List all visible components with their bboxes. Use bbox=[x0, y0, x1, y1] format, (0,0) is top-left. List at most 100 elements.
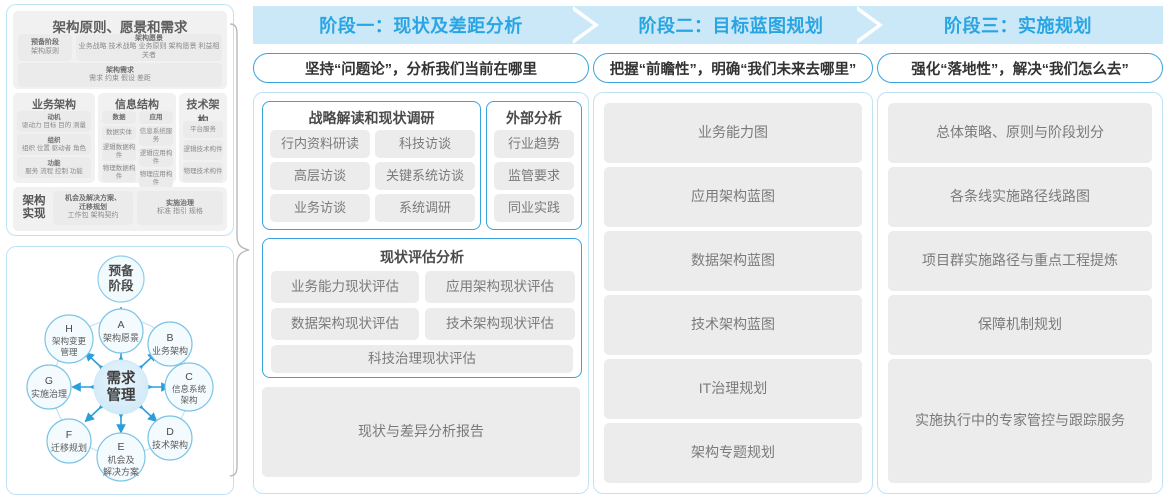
realization-row: 架构 实现 机会及解决方案、 迁移规划 工作包 架构契约 实施治理 标准 指引 … bbox=[13, 187, 227, 231]
info-app-title: 应用 bbox=[139, 111, 173, 124]
pillar-business-block-2-items: 服务 流程 控制 功能 bbox=[25, 167, 83, 175]
research-chip-5[interactable]: 系统调研 bbox=[375, 194, 475, 222]
strategy-research-title: 战略解读和现状调研 bbox=[308, 110, 435, 126]
pillar-business-block-1-items: 组织 位置 驱动者 角色 bbox=[22, 144, 86, 152]
phase-3-banner-label: 阶段三：实施规划 bbox=[944, 16, 1092, 36]
external-chip-0[interactable]: 行业趋势 bbox=[494, 130, 574, 158]
pillar-business-block-0-items: 驱动力 目标 目的 测量 bbox=[22, 121, 86, 129]
adm-node-d-letter: D bbox=[166, 426, 174, 438]
pillar-information-title: 信息结构 bbox=[115, 99, 159, 111]
pillar-business-block-2-title: 功能 bbox=[47, 159, 61, 167]
phase2-chip-1[interactable]: 应用架构蓝图 bbox=[604, 167, 862, 227]
assessment-chip-2[interactable]: 数据架构现状评估 bbox=[271, 308, 419, 340]
realization-block-1: 实施治理 标准 指引 规格 bbox=[137, 191, 223, 225]
pillar-business-block-0-title: 动机 bbox=[47, 113, 61, 121]
adm-node-g bbox=[26, 364, 72, 410]
phase2-chip-2[interactable]: 数据架构蓝图 bbox=[604, 231, 862, 291]
togaf-requirements-title: 架构需求 bbox=[106, 66, 134, 74]
adm-node-a-letter: A bbox=[117, 319, 124, 331]
adm-cycle-diagram: 预备 阶段 需求 管理 A 架构愿景 B 业务架构 C 信息系统 架构 D 技术… bbox=[26, 255, 214, 482]
adm-prep-line1: 预备 bbox=[108, 263, 134, 278]
adm-node-e-letter: E bbox=[117, 441, 124, 453]
phase3-chip-4[interactable]: 实施执行中的专家管控与跟踪服务 bbox=[888, 359, 1152, 483]
phase3-chip-0[interactable]: 总体策略、原则与阶段划分 bbox=[888, 103, 1152, 163]
realization-block-0: 机会及解决方案、 迁移规划 工作包 架构契约 bbox=[53, 191, 133, 225]
togaf-vision-title: 架构愿景 bbox=[135, 34, 163, 42]
pillar-information-structure: 信息结构 数据 数据实体 逻辑数据构件 物理数据构件 应用 信息系统服务 逻辑应… bbox=[98, 93, 176, 188]
info-data-item-0: 数据实体 bbox=[102, 126, 136, 140]
phase2-chip-4[interactable]: IT治理规划 bbox=[604, 359, 862, 419]
phase-3-banner: 阶段三：实施规划 bbox=[873, 6, 1163, 44]
pillar-business-block-0: 动机 驱动力 目标 目的 测量 bbox=[17, 111, 91, 132]
adm-node-c-letter: C bbox=[185, 371, 193, 383]
info-app-item-2: 物理应用构件 bbox=[139, 169, 173, 188]
assessment-chip-3[interactable]: 技术架构现状评估 bbox=[425, 308, 575, 340]
research-chip-0[interactable]: 行内资料研读 bbox=[270, 130, 370, 158]
brace-connector bbox=[229, 23, 250, 477]
research-chip-2[interactable]: 高层访谈 bbox=[270, 162, 370, 190]
phase-3-subtitle-pill: 强化“落地性”，解决“我们怎么去” bbox=[877, 53, 1163, 83]
assessment-chip-0[interactable]: 业务能力现状评估 bbox=[271, 271, 419, 303]
research-chip-3[interactable]: 关键系统访谈 bbox=[375, 162, 475, 190]
phase2-chip-0[interactable]: 业务能力图 bbox=[604, 103, 862, 163]
gap-analysis-report-chip[interactable]: 现状与差异分析报告 bbox=[262, 387, 580, 477]
togaf-requirements-block: 架构需求 需求 约束 假设 差距 bbox=[18, 63, 222, 87]
adm-node-g-label: 实施治理 bbox=[31, 388, 67, 399]
phase-1-banner: 阶段一：现状及差距分析 bbox=[253, 6, 589, 44]
phase3-chip-2[interactable]: 项目群实施路径与重点工程提炼 bbox=[888, 231, 1152, 291]
phase-2-subtitle-label: 把握“前瞻性”，明确“我们未来去哪里” bbox=[609, 61, 857, 78]
adm-node-b-label: 业务架构 bbox=[152, 345, 188, 356]
strategy-research-group: 战略解读和现状调研 行内资料研读 科技访谈 高层访谈 关键系统访谈 业务访谈 系… bbox=[262, 101, 481, 230]
adm-center-line1: 需求 bbox=[107, 369, 136, 387]
adm-node-d bbox=[147, 415, 193, 461]
phase-1-banner-label: 阶段一：现状及差距分析 bbox=[319, 16, 523, 36]
togaf-requirements-items: 需求 约束 假设 差距 bbox=[89, 75, 151, 82]
togaf-prep-line1: 预备阶段 bbox=[31, 39, 59, 47]
adm-node-g-letter: G bbox=[45, 375, 53, 387]
external-chip-2[interactable]: 同业实践 bbox=[494, 194, 574, 222]
external-chip-1[interactable]: 监管要求 bbox=[494, 162, 574, 190]
phase-3-body-panel: 总体策略、原则与阶段划分 各条线实施路径线路图 项目群实施路径与重点工程提炼 保… bbox=[877, 92, 1163, 494]
adm-node-c-label1: 信息系统 bbox=[172, 384, 207, 394]
adm-node-b-letter: B bbox=[166, 332, 173, 344]
adm-cycle-panel: 预备 阶段 需求 管理 A 架构愿景 B 业务架构 C 信息系统 架构 D 技术… bbox=[6, 246, 234, 495]
adm-node-a bbox=[98, 308, 144, 354]
adm-node-c bbox=[164, 362, 214, 412]
phase2-chip-5[interactable]: 架构专题规划 bbox=[604, 423, 862, 483]
adm-node-h-label2: 管理 bbox=[60, 347, 78, 357]
status-assessment-title: 现状评估分析 bbox=[380, 249, 464, 265]
status-assessment-group: 现状评估分析 业务能力现状评估 应用架构现状评估 数据架构现状评估 技术架构现状… bbox=[262, 238, 582, 378]
phase3-chip-3[interactable]: 保障机制规划 bbox=[888, 295, 1152, 355]
info-app-item-1: 逻辑应用构件 bbox=[139, 148, 173, 167]
adm-node-a-label: 架构愿景 bbox=[103, 332, 139, 343]
phase-2-body-panel: 业务能力图 应用架构蓝图 数据架构蓝图 技术架构蓝图 IT治理规划 架构专题规划 bbox=[593, 92, 873, 494]
tech-item-1: 逻辑技术构件 bbox=[183, 140, 223, 160]
phase3-chip-1[interactable]: 各条线实施路径线路图 bbox=[888, 167, 1152, 227]
phase-1-body-panel: 战略解读和现状调研 行内资料研读 科技访谈 高层访谈 关键系统访谈 业务访谈 系… bbox=[253, 92, 589, 494]
phase-1-subtitle-pill: 坚持“问题论”，分析我们当前在哪里 bbox=[253, 53, 589, 83]
togaf-vision-items: 业务战略 技术战略 业务原则 架构愿景 利益相关者 bbox=[78, 43, 220, 59]
pillar-business-block-1: 组织 组织 位置 驱动者 角色 bbox=[17, 134, 91, 155]
research-chip-1[interactable]: 科技访谈 bbox=[375, 130, 475, 158]
adm-node-h-label1: 架构变更 bbox=[52, 336, 87, 346]
info-app-item-0: 信息系统服务 bbox=[139, 126, 173, 146]
togaf-panel-title: 架构原则、愿景和需求 bbox=[52, 20, 188, 35]
adm-node-h bbox=[44, 314, 94, 364]
adm-node-e-label2: 解决方案 bbox=[103, 466, 139, 477]
assessment-chip-1[interactable]: 应用架构现状评估 bbox=[425, 271, 575, 303]
research-chip-4[interactable]: 业务访谈 bbox=[270, 194, 370, 222]
assessment-chip-wide[interactable]: 科技治理现状评估 bbox=[271, 345, 573, 373]
adm-node-e-label1: 机会及 bbox=[107, 454, 134, 465]
adm-node-prep bbox=[97, 255, 145, 303]
adm-node-d-label: 技术架构 bbox=[152, 439, 188, 450]
adm-node-f-label: 迁移规划 bbox=[51, 442, 87, 453]
adm-node-h-letter: H bbox=[65, 323, 73, 335]
adm-center-line2: 管理 bbox=[107, 386, 136, 404]
adm-node-f-letter: F bbox=[66, 429, 72, 441]
phase2-chip-3[interactable]: 技术架构蓝图 bbox=[604, 295, 862, 355]
adm-node-f bbox=[46, 418, 92, 464]
tech-item-2: 物理技术构件 bbox=[183, 162, 223, 182]
info-data-item-2: 物理数据构件 bbox=[102, 163, 136, 182]
pillar-business-title: 业务架构 bbox=[32, 99, 76, 111]
togaf-vision-block: 架构愿景 业务战略 技术战略 业务原则 架构愿景 利益相关者 bbox=[76, 34, 222, 61]
